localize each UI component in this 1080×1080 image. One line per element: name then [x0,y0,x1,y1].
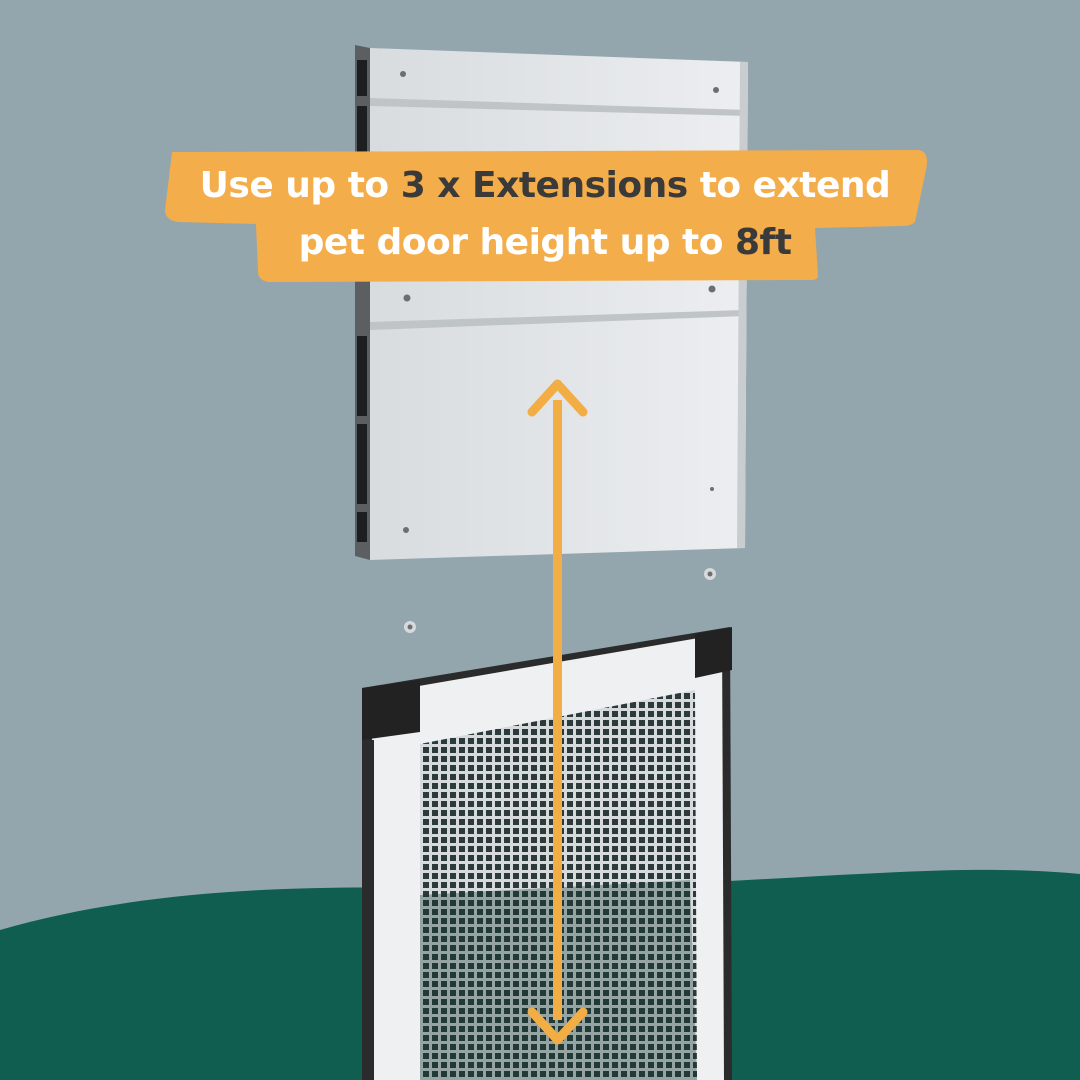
banner-line-1-emphasis: 3 x Extensions [400,165,688,206]
banner-line-2-pre: pet door height up to [298,222,735,263]
screw-left [404,621,416,633]
extension-panel [355,45,748,560]
banner-line-1: Use up to 3 x Extensions to extend [165,168,925,204]
banner-line-2: pet door height up to 8ft [165,225,925,261]
screen-door-panel [362,627,732,1080]
banner-line-1-post: to extend [687,165,891,206]
banner-line-1-pre: Use up to [199,165,401,206]
callout-banner [165,150,927,282]
banner-line-2-emphasis: 8ft [734,222,792,263]
double-arrow-icon [527,379,588,1045]
screw-right [704,568,716,580]
